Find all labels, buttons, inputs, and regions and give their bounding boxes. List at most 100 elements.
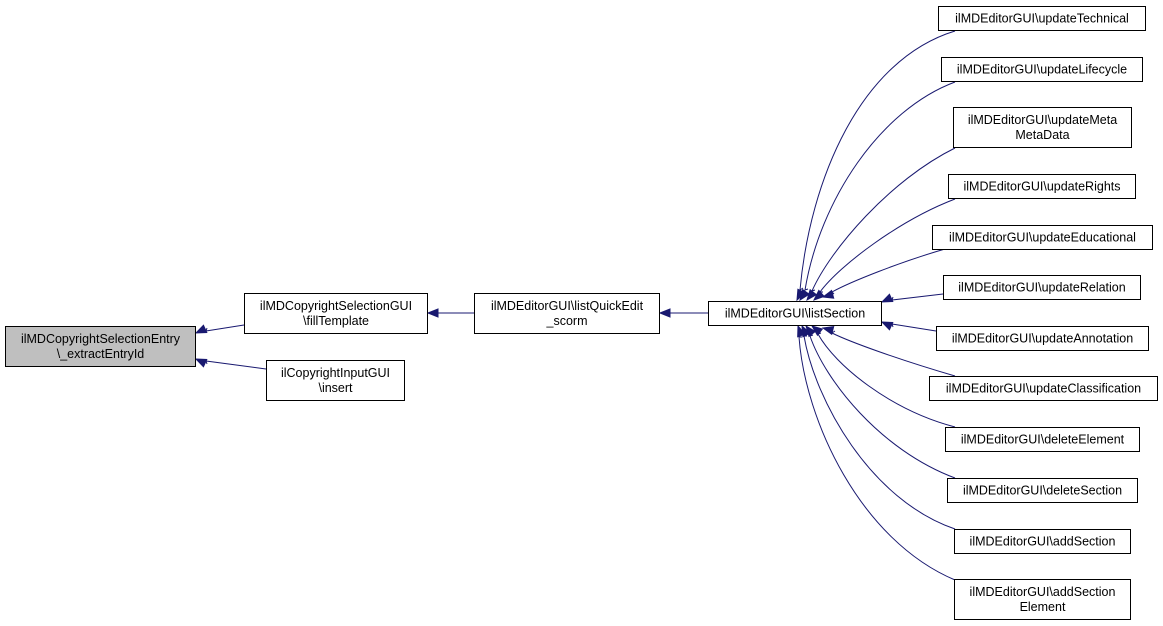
node-label-line: ilMDCopyrightSelectionGUI [260, 299, 412, 313]
node-label-line: \fillTemplate [303, 314, 369, 328]
node-delsec[interactable]: ilMDEditorGUI\deleteSection [947, 478, 1138, 503]
arrowhead [821, 289, 835, 299]
node-label-line: ilMDCopyrightSelectionEntry [21, 332, 181, 346]
node-label-line: ilMDEditorGUI\listQuickEdit [491, 299, 644, 313]
node-delel[interactable]: ilMDEditorGUI\deleteElement [945, 427, 1140, 452]
node-box[interactable] [945, 427, 1140, 452]
node-life[interactable]: ilMDEditorGUI\updateLifecycle [941, 57, 1143, 82]
node-addsec[interactable]: ilMDEditorGUI\addSection [954, 529, 1131, 554]
node-box[interactable] [929, 376, 1158, 401]
node-label-line: ilMDEditorGUI\updateRights [963, 180, 1120, 194]
node-class[interactable]: ilMDEditorGUI\updateClassification [929, 376, 1158, 401]
node-label-line: ilMDEditorGUI\deleteSection [963, 484, 1122, 498]
node-label-line: ilMDEditorGUI\updateEducational [949, 231, 1136, 245]
node-label-line: ilMDEditorGUI\updateAnnotation [952, 332, 1133, 346]
edge-edu-to-listsec [821, 248, 946, 299]
node-fill[interactable]: ilMDCopyrightSelectionGUI\fillTemplate [244, 293, 428, 334]
node-box[interactable] [932, 225, 1153, 250]
node-box[interactable] [936, 326, 1149, 351]
nodes-layer: ilMDCopyrightSelectionEntry\_extractEntr… [5, 6, 1158, 620]
edge-insert-to-extract [194, 358, 267, 370]
edge-tech-to-listsec [796, 30, 956, 302]
node-label-line: ilCopyrightInputGUI [281, 366, 390, 380]
edge-line [799, 30, 956, 291]
arrowhead [194, 358, 208, 368]
edge-line [831, 330, 956, 377]
edge-line [798, 336, 956, 581]
arrowhead [806, 288, 818, 302]
node-box[interactable] [947, 478, 1138, 503]
node-label-line: ilMDEditorGUI\updateClassification [946, 382, 1141, 396]
arrowhead [880, 321, 894, 331]
node-label-line: ilMDEditorGUI\updateTechnical [955, 12, 1129, 26]
node-box[interactable] [953, 107, 1132, 148]
node-box[interactable] [954, 529, 1131, 554]
node-edu[interactable]: ilMDEditorGUI\updateEducational [932, 225, 1153, 250]
edge-meta-to-listsec [806, 147, 956, 302]
edge-class-to-listsec [821, 325, 956, 377]
node-box[interactable] [943, 275, 1141, 300]
node-box[interactable] [938, 6, 1146, 31]
node-rel[interactable]: ilMDEditorGUI\updateRelation [943, 275, 1141, 300]
edge-line [891, 323, 937, 332]
node-box[interactable] [474, 293, 660, 334]
node-label-line: MetaData [1015, 128, 1069, 142]
node-box[interactable] [941, 57, 1143, 82]
arrowhead [880, 293, 894, 303]
arrowhead [658, 308, 671, 318]
node-insert[interactable]: ilCopyrightInputGUI\insert [266, 360, 405, 401]
edge-addsecel-to-listsec [797, 324, 956, 581]
edge-line [803, 335, 956, 530]
edge-line [811, 147, 956, 292]
node-box[interactable] [244, 293, 428, 334]
node-box[interactable] [948, 174, 1136, 199]
edge-line [809, 334, 956, 479]
edge-line [205, 360, 267, 370]
edge-line [804, 81, 956, 291]
arrowhead [426, 308, 439, 318]
edge-anno-to-listsec [880, 321, 937, 332]
edge-line [891, 293, 944, 301]
edge-rights-to-listsec [812, 198, 956, 301]
node-label-line: _scorm [546, 314, 588, 328]
node-quick[interactable]: ilMDEditorGUI\listQuickEdit_scorm [474, 293, 660, 334]
node-label-line: Element [1020, 600, 1066, 614]
edge-line [831, 248, 946, 295]
node-box[interactable] [954, 579, 1131, 620]
node-label-line: ilMDEditorGUI\addSection [970, 585, 1116, 599]
node-label-line: ilMDEditorGUI\updateRelation [958, 281, 1125, 295]
node-listsec[interactable]: ilMDEditorGUI\listSection [708, 301, 882, 326]
node-rights[interactable]: ilMDEditorGUI\updateRights [948, 174, 1136, 199]
node-label-line: ilMDEditorGUI\updateMeta [968, 113, 1117, 127]
node-box[interactable] [5, 326, 196, 367]
arrowhead [821, 325, 835, 336]
edge-listsec-to-quick [658, 308, 708, 318]
node-label-line: ilMDEditorGUI\addSection [970, 535, 1116, 549]
edges-layer [194, 30, 956, 581]
node-label-line: \insert [318, 381, 353, 395]
edge-line [819, 198, 956, 293]
edge-rel-to-listsec [880, 293, 944, 303]
edge-quick-to-fill [426, 308, 474, 318]
node-label-line: ilMDEditorGUI\deleteElement [961, 433, 1125, 447]
edge-addsec-to-listsec [801, 324, 956, 530]
arrowhead [194, 324, 208, 334]
node-label-line: ilMDEditorGUI\updateLifecycle [957, 63, 1127, 77]
arrowhead [812, 289, 825, 301]
edge-line [817, 332, 956, 428]
node-box[interactable] [708, 301, 882, 326]
arrowhead [799, 288, 811, 302]
node-anno[interactable]: ilMDEditorGUI\updateAnnotation [936, 326, 1149, 351]
edge-fill-to-extract [194, 324, 245, 334]
node-tech[interactable]: ilMDEditorGUI\updateTechnical [938, 6, 1146, 31]
node-label-line: \_extractEntryId [57, 347, 145, 361]
node-label-line: ilMDEditorGUI\listSection [725, 307, 865, 321]
edge-life-to-listsec [799, 81, 956, 302]
node-extract[interactable]: ilMDCopyrightSelectionEntry\_extractEntr… [5, 326, 196, 367]
node-box[interactable] [266, 360, 405, 401]
edge-line [205, 324, 245, 332]
arrowhead [797, 324, 807, 338]
